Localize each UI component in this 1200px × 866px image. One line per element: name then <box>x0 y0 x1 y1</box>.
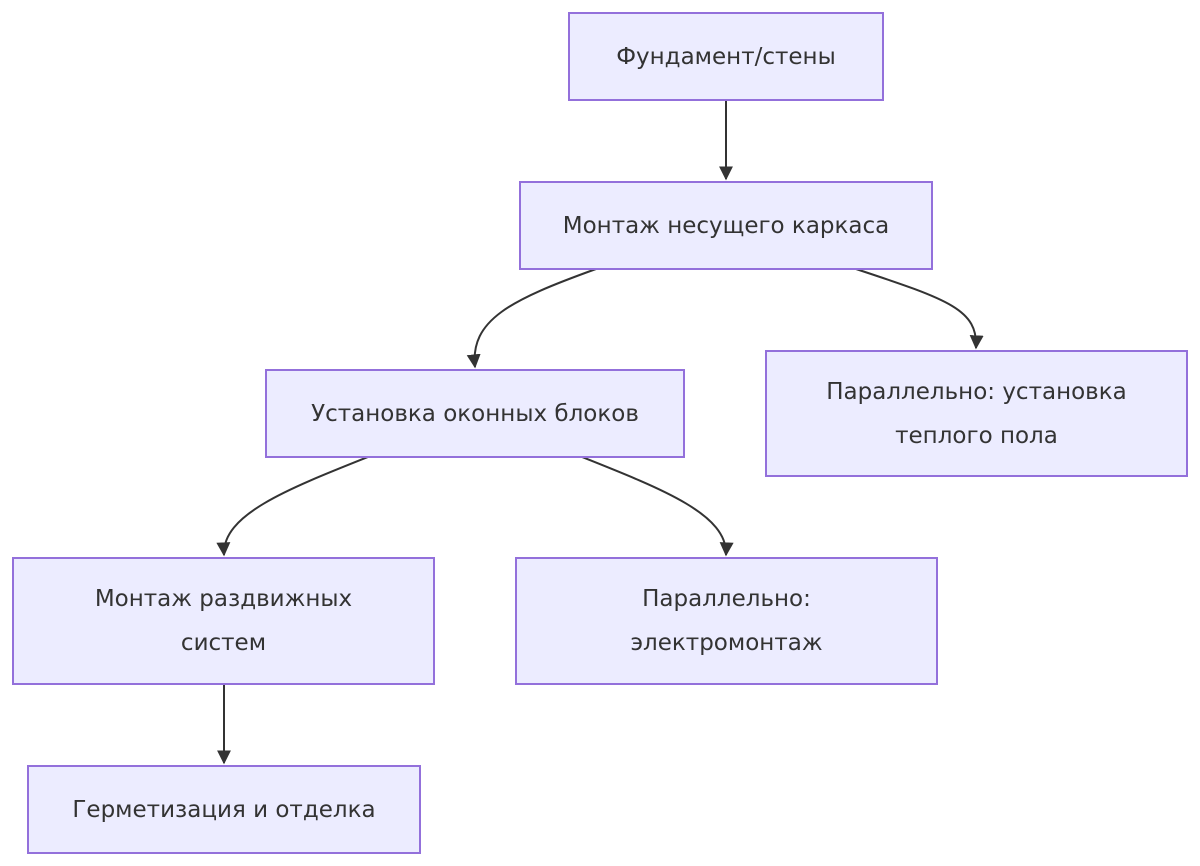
node-foundation-label: Фундамент/стены <box>616 43 836 70</box>
edge-frame-to-floor-heating <box>855 268 984 350</box>
node-floor-heating-label: Параллельно: установка теплого пола <box>826 378 1127 449</box>
node-electrical-label: Параллельно: электромонтаж <box>630 586 823 656</box>
node-finishing: Герметизация и отделка <box>27 765 421 854</box>
node-sliding: Монтаж раздвижных систем <box>12 557 435 685</box>
edge-windows-to-electrical <box>581 456 734 557</box>
edge-frame-to-windows <box>466 268 597 369</box>
node-finishing-label: Герметизация и отделка <box>72 796 376 823</box>
edge-windows-to-sliding <box>216 456 369 557</box>
node-electrical: Параллельно: электромонтаж <box>515 557 938 685</box>
node-windows-label: Установка оконных блоков <box>311 400 639 427</box>
node-floor-heating: Параллельно: установка теплого пола <box>765 350 1188 477</box>
node-foundation: Фундамент/стены <box>568 12 884 101</box>
node-sliding-label: Монтаж раздвижных систем <box>94 586 353 656</box>
node-frame-label: Монтаж несущего каркаса <box>562 212 890 239</box>
node-windows: Установка оконных блоков <box>265 369 685 458</box>
node-frame: Монтаж несущего каркаса <box>519 181 933 270</box>
